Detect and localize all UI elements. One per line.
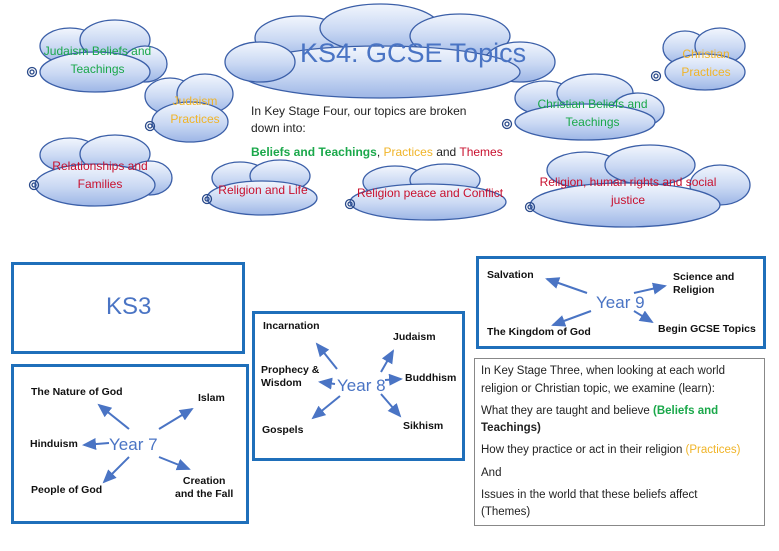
ks3-info-box: In Key Stage Three, when looking at each… bbox=[474, 358, 765, 526]
year9-arrows bbox=[545, 277, 667, 327]
info-taught: What they are taught and believe (Belief… bbox=[481, 405, 719, 417]
year9-kingdom: The Kingdom of God bbox=[487, 326, 591, 338]
cloud-judaism-beliefs bbox=[39, 19, 168, 93]
intro-line-2: down into: bbox=[251, 121, 306, 135]
year7-people-of-god: People of God bbox=[31, 484, 103, 496]
year9-label: Year 9 bbox=[596, 293, 645, 312]
cloud-religion-peace bbox=[349, 163, 507, 221]
year8-buddhism: Buddhism bbox=[405, 372, 457, 384]
cloud-religion-life bbox=[206, 159, 318, 216]
cloud-label-religion-life: Religion and Life bbox=[218, 183, 308, 197]
info-taught-tag: Teachings) bbox=[481, 422, 541, 434]
category-practices: Practices bbox=[383, 145, 433, 159]
category-themes: Themes bbox=[459, 145, 503, 159]
category-beliefs: Beliefs and Teachings bbox=[251, 145, 377, 159]
year7-arrows bbox=[82, 403, 194, 484]
info-and: And bbox=[481, 467, 502, 479]
year8-judaism: Judaism bbox=[393, 331, 436, 343]
intro-categories: Beliefs and Teachings, Practices and The… bbox=[251, 145, 503, 159]
cloud-relationships bbox=[34, 134, 173, 207]
year7-label: Year 7 bbox=[109, 435, 158, 454]
year9-gcse: Begin GCSE Topics bbox=[658, 323, 756, 335]
category-separator: , bbox=[376, 145, 381, 159]
year8-sikhism: Sikhism bbox=[403, 420, 444, 432]
cloud-christian-practices bbox=[662, 27, 746, 91]
page-title: KS4: GCSE Topics bbox=[300, 38, 527, 68]
year7-hinduism: Hinduism bbox=[30, 438, 78, 450]
year7-nature-of-god: The Nature of God bbox=[31, 386, 123, 398]
info-line-1: In Key Stage Three, when looking at each… bbox=[481, 365, 725, 377]
ks3-title: KS3 bbox=[106, 293, 152, 320]
year8-incarnation: Incarnation bbox=[263, 320, 320, 332]
cloud-label-religion-peace: Religion peace and Conflict bbox=[356, 186, 504, 200]
ks3-box: KS3 bbox=[11, 262, 245, 354]
year8-box: Year 8 Incarnation Prophecy &Wisdom Gosp… bbox=[252, 311, 465, 461]
info-practice: How they practice or act in their religi… bbox=[481, 444, 741, 456]
info-issues: Issues in the world that these beliefs a… bbox=[481, 489, 698, 501]
year8-prophecy: Prophecy &Wisdom bbox=[261, 364, 320, 389]
title-cloud bbox=[224, 3, 556, 99]
intro-line-1: In Key Stage Four, our topics are broken bbox=[251, 104, 467, 118]
year9-salvation: Salvation bbox=[487, 269, 534, 281]
category-and: and bbox=[436, 145, 457, 159]
cloud-christian-beliefs bbox=[514, 73, 665, 141]
info-line-2: religion or Christian topic, we examine … bbox=[481, 383, 715, 395]
year7-islam: Islam bbox=[198, 392, 225, 404]
year8-arrows bbox=[311, 342, 403, 420]
cloud-religion-rights bbox=[529, 144, 751, 228]
year8-gospels: Gospels bbox=[262, 424, 304, 436]
info-issues-tag: (Themes) bbox=[481, 506, 531, 518]
year8-label: Year 8 bbox=[337, 376, 386, 395]
year7-box: Year 7 The Nature of God Islam Hinduism … bbox=[11, 364, 249, 524]
